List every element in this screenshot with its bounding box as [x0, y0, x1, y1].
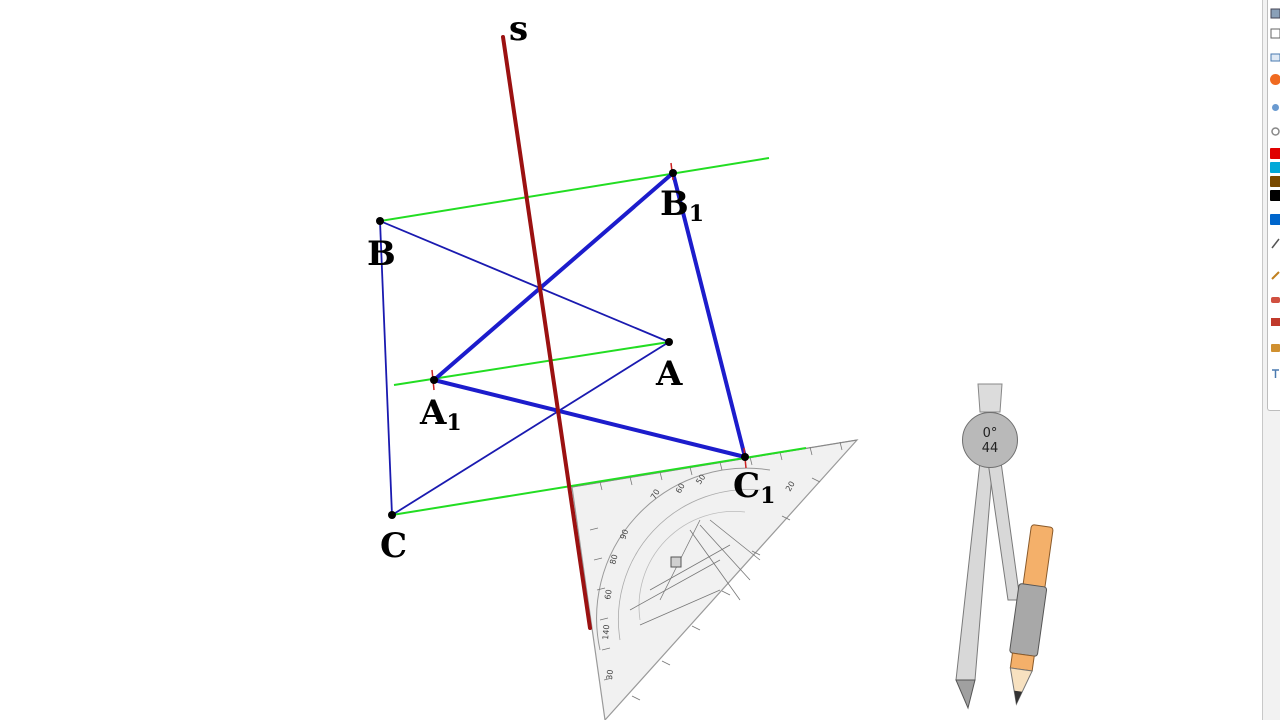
svg-text:60: 60 [603, 589, 614, 601]
point-a [665, 338, 673, 346]
side-toolbar [1262, 0, 1280, 720]
svg-text:20: 20 [784, 480, 797, 493]
screen-icon[interactable] [1270, 48, 1280, 62]
loop-icon[interactable] [1270, 122, 1280, 136]
compass-angle: 0° [982, 426, 998, 441]
set-square-ruler[interactable]: 70 60 50 90 80 60 140 30 20 [571, 439, 859, 720]
eraser-icon[interactable] [1270, 290, 1280, 303]
triangle-abc [379, 220, 670, 516]
axis-label: s [509, 9, 528, 49]
label-c1-base: C [733, 466, 760, 506]
window-icon[interactable] [1270, 24, 1280, 39]
point-a1 [430, 376, 438, 384]
color-blue-swatch[interactable] [1270, 214, 1280, 225]
label-c1-sub: 1 [760, 483, 775, 509]
label-a1-sub: 1 [446, 410, 461, 436]
toolbar-panel [1267, 0, 1280, 411]
label-a: A [655, 354, 683, 394]
point-b [376, 217, 384, 225]
bucket-icon[interactable] [1270, 312, 1280, 326]
cursor-icon[interactable] [1270, 4, 1280, 19]
line-icon[interactable] [1270, 234, 1280, 249]
label-b1: B1 [660, 184, 704, 227]
label-b1-base: B [660, 184, 689, 224]
pen-icon[interactable] [1270, 266, 1280, 280]
svg-text:60: 60 [674, 482, 687, 495]
label-a1: A1 [419, 393, 462, 436]
svg-text:30: 30 [605, 669, 615, 680]
color-red-swatch[interactable] [1270, 148, 1280, 159]
scissors-icon[interactable] [1270, 338, 1280, 352]
label-a1-base: A [419, 393, 447, 433]
color-black-swatch[interactable] [1270, 190, 1280, 201]
svg-text:70: 70 [649, 488, 662, 501]
color-cyan-swatch[interactable] [1270, 162, 1280, 173]
point-b1 [669, 169, 677, 177]
label-b: B [367, 234, 396, 274]
triangle-a1b1c1 [432, 171, 747, 459]
parallel-guides [379, 157, 807, 516]
label-c: C [380, 526, 407, 566]
pin-icon[interactable] [1270, 98, 1280, 111]
point-c [388, 511, 396, 519]
symmetry-axis [501, 35, 592, 630]
svg-text:90: 90 [618, 528, 630, 541]
svg-text:140: 140 [601, 624, 611, 640]
label-b1-sub: 1 [689, 201, 704, 227]
compass-tool[interactable] [955, 383, 1055, 710]
label-c1: C1 [733, 466, 775, 509]
point-c1 [741, 453, 749, 461]
points [376, 169, 749, 519]
color-brown-swatch[interactable] [1270, 176, 1280, 187]
text-icon[interactable] [1270, 364, 1280, 378]
circle-record-icon[interactable] [1270, 74, 1280, 85]
compass-radius: 44 [981, 441, 999, 456]
svg-text:80: 80 [608, 553, 619, 565]
compass-readout: 0° 44 [962, 412, 1018, 468]
